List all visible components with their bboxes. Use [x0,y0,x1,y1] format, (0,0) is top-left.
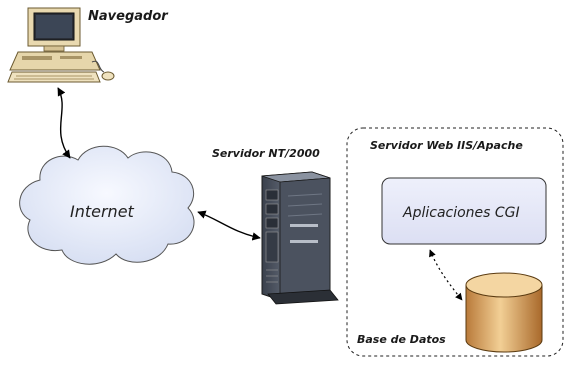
connector-internet-server [197,210,261,241]
cloud-icon [19,145,195,265]
connector-cgi-database [429,249,463,301]
desktop-computer-icon [7,7,115,83]
web-server-label: Servidor Web IIS/Apache [370,139,523,152]
connector-browser-internet [57,87,71,159]
internet-label: Internet [70,202,134,221]
database-cylinder-icon [465,272,543,353]
browser-label: Navegador [88,9,168,24]
web-server-boundary [346,127,564,357]
database-label: Base de Datos [357,333,446,346]
tower-server-icon [261,171,339,305]
cgi-applications-label: Aplicaciones CGI [403,205,520,221]
server-nt-label: Servidor NT/2000 [212,147,320,160]
cgi-applications-box [381,177,547,245]
